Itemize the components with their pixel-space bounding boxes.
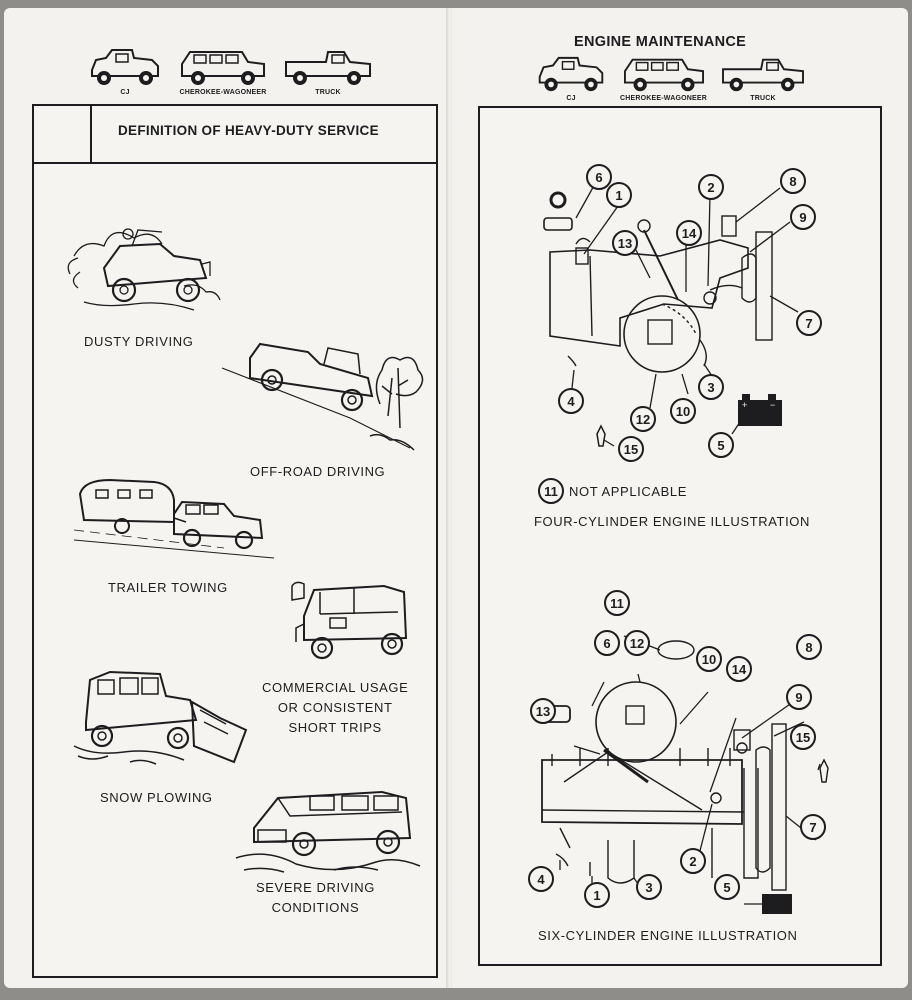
panel-header: DEFINITION OF HEAVY-DUTY SERVICE	[34, 106, 436, 164]
callout-6-4cyl: 6	[586, 164, 612, 190]
callout-9-4cyl: 9	[790, 204, 816, 230]
callout-14-4cyl: 14	[676, 220, 702, 246]
callout-13-4cyl: 13	[612, 230, 638, 256]
trailer-towing-illustration	[74, 478, 274, 559]
truck-vehicle-right: TRUCK	[719, 54, 807, 102]
four-cylinder-caption: FOUR-CYLINDER ENGINE ILLUSTRATION	[534, 514, 810, 529]
item-snow-plowing: SNOW PLOWING	[100, 788, 213, 808]
battery-icon-4cyl: + −	[738, 394, 782, 426]
callout-5-6cyl: 5	[714, 874, 740, 900]
cj-icon	[91, 49, 159, 85]
item-commercial-usage: COMMERCIAL USAGE OR CONSISTENT SHORT TRI…	[262, 678, 408, 738]
left-page: CJ CHEROKEE-WAGONEER TRUCK	[4, 8, 448, 988]
callout-15-6cyl: 15	[790, 724, 816, 750]
item-trailer-towing-line1: TRAILER TOWING	[108, 580, 228, 595]
callout-7-6cyl: 7	[800, 814, 826, 840]
truck-label-right: TRUCK	[750, 95, 776, 102]
callout-14-6cyl: 14	[726, 656, 752, 682]
item-severe-driving: SEVERE DRIVING CONDITIONS	[256, 878, 375, 918]
right-page: ENGINE MAINTENANCE CJ CHEROKEE-WAGONEER	[452, 8, 908, 988]
item-snow-plowing-line1: SNOW PLOWING	[100, 790, 213, 805]
off-road-illustration	[221, 342, 424, 451]
callout-15-4cyl: 15	[618, 436, 644, 462]
item-dusty-driving: DUSTY DRIVING	[84, 332, 193, 352]
header-box	[34, 106, 92, 162]
vehicle-icons-left: CJ CHEROKEE-WAGONEER TRUCK	[86, 46, 374, 96]
item-severe-driving-line1: SEVERE DRIVING	[256, 880, 375, 895]
truck-label: TRUCK	[315, 89, 341, 96]
truck-icon-right	[722, 58, 804, 92]
callout-2-6cyl: 2	[680, 848, 706, 874]
callout-9-6cyl: 9	[786, 684, 812, 710]
six-cylinder-caption: SIX-CYLINDER ENGINE ILLUSTRATION	[538, 928, 798, 943]
item-severe-driving-line2: CONDITIONS	[271, 900, 360, 915]
callout-10-4cyl: 10	[670, 398, 696, 424]
svg-text:−: −	[770, 400, 775, 410]
wagoneer-vehicle-right: CHEROKEE-WAGONEER	[620, 54, 707, 102]
vehicle-icons-right: CJ CHEROKEE-WAGONEER TRUCK	[534, 54, 807, 102]
svg-text:+: +	[742, 400, 747, 410]
callout-3-6cyl: 3	[636, 874, 662, 900]
battery-icon-6cyl	[762, 894, 792, 914]
callout-7-4cyl: 7	[796, 310, 822, 336]
snow-plowing-illustration	[73, 670, 248, 765]
wagoneer-vehicle: CHEROKEE-WAGONEER	[178, 46, 268, 96]
callout-8-6cyl: 8	[796, 634, 822, 660]
callout-1-6cyl: 1	[584, 882, 610, 908]
item-commercial-usage-line3: SHORT TRIPS	[288, 720, 382, 735]
cj-label: CJ	[120, 89, 130, 96]
item-commercial-usage-line2: OR CONSISTENT	[277, 700, 393, 715]
callout-11-4cyl: 11	[538, 478, 564, 504]
cj-vehicle-right: CJ	[534, 54, 608, 102]
truck-icon	[285, 51, 371, 85]
truck-vehicle: TRUCK	[282, 46, 374, 96]
wagoneer-icon	[181, 51, 265, 85]
item-commercial-usage-line1: COMMERCIAL USAGE	[262, 680, 409, 695]
callout-10-6cyl: 10	[696, 646, 722, 672]
wagoneer-label-right: CHEROKEE-WAGONEER	[620, 95, 708, 102]
section-title: DEFINITION OF HEAVY-DUTY SERVICE	[118, 123, 379, 138]
item-dusty-driving-line1: DUSTY DRIVING	[84, 334, 194, 349]
callout-3-4cyl: 3	[698, 374, 724, 400]
cj-icon-right	[538, 56, 604, 92]
cj-vehicle: CJ	[86, 46, 164, 96]
callout-4-4cyl: 4	[558, 388, 584, 414]
item-off-road: OFF-ROAD DRIVING	[250, 462, 385, 482]
not-applicable-note: 11 NOT APPLICABLE	[538, 478, 687, 504]
callout-4-6cyl: 4	[528, 866, 554, 892]
wagoneer-label: CHEROKEE-WAGONEER	[179, 89, 267, 96]
item-off-road-line1: OFF-ROAD DRIVING	[250, 464, 386, 479]
not-applicable-text: NOT APPLICABLE	[569, 483, 687, 499]
commercial-usage-illustration	[291, 581, 408, 660]
cj-label-right: CJ	[566, 95, 576, 102]
callout-6-6cyl: 6	[594, 630, 620, 656]
callout-8-4cyl: 8	[780, 168, 806, 194]
engine-panel: + − 6	[478, 106, 882, 966]
engine-maintenance-title: ENGINE MAINTENANCE	[574, 34, 747, 50]
severe-driving-illustration	[235, 790, 421, 873]
book-gutter	[446, 8, 454, 988]
callout-12-4cyl: 12	[630, 406, 656, 432]
heavy-duty-panel: DEFINITION OF HEAVY-DUTY SERVICE DUSTY D…	[32, 104, 438, 978]
callout-2-4cyl: 2	[698, 174, 724, 200]
wagoneer-icon-right	[623, 58, 704, 92]
callout-5-4cyl: 5	[708, 432, 734, 458]
dusty-driving-illustration	[67, 228, 221, 311]
callout-1-4cyl: 1	[606, 182, 632, 208]
callout-13-6cyl: 13	[530, 698, 556, 724]
callout-12-6cyl: 12	[624, 630, 650, 656]
item-trailer-towing: TRAILER TOWING	[108, 578, 228, 598]
callout-11-6cyl: 11	[604, 590, 630, 616]
